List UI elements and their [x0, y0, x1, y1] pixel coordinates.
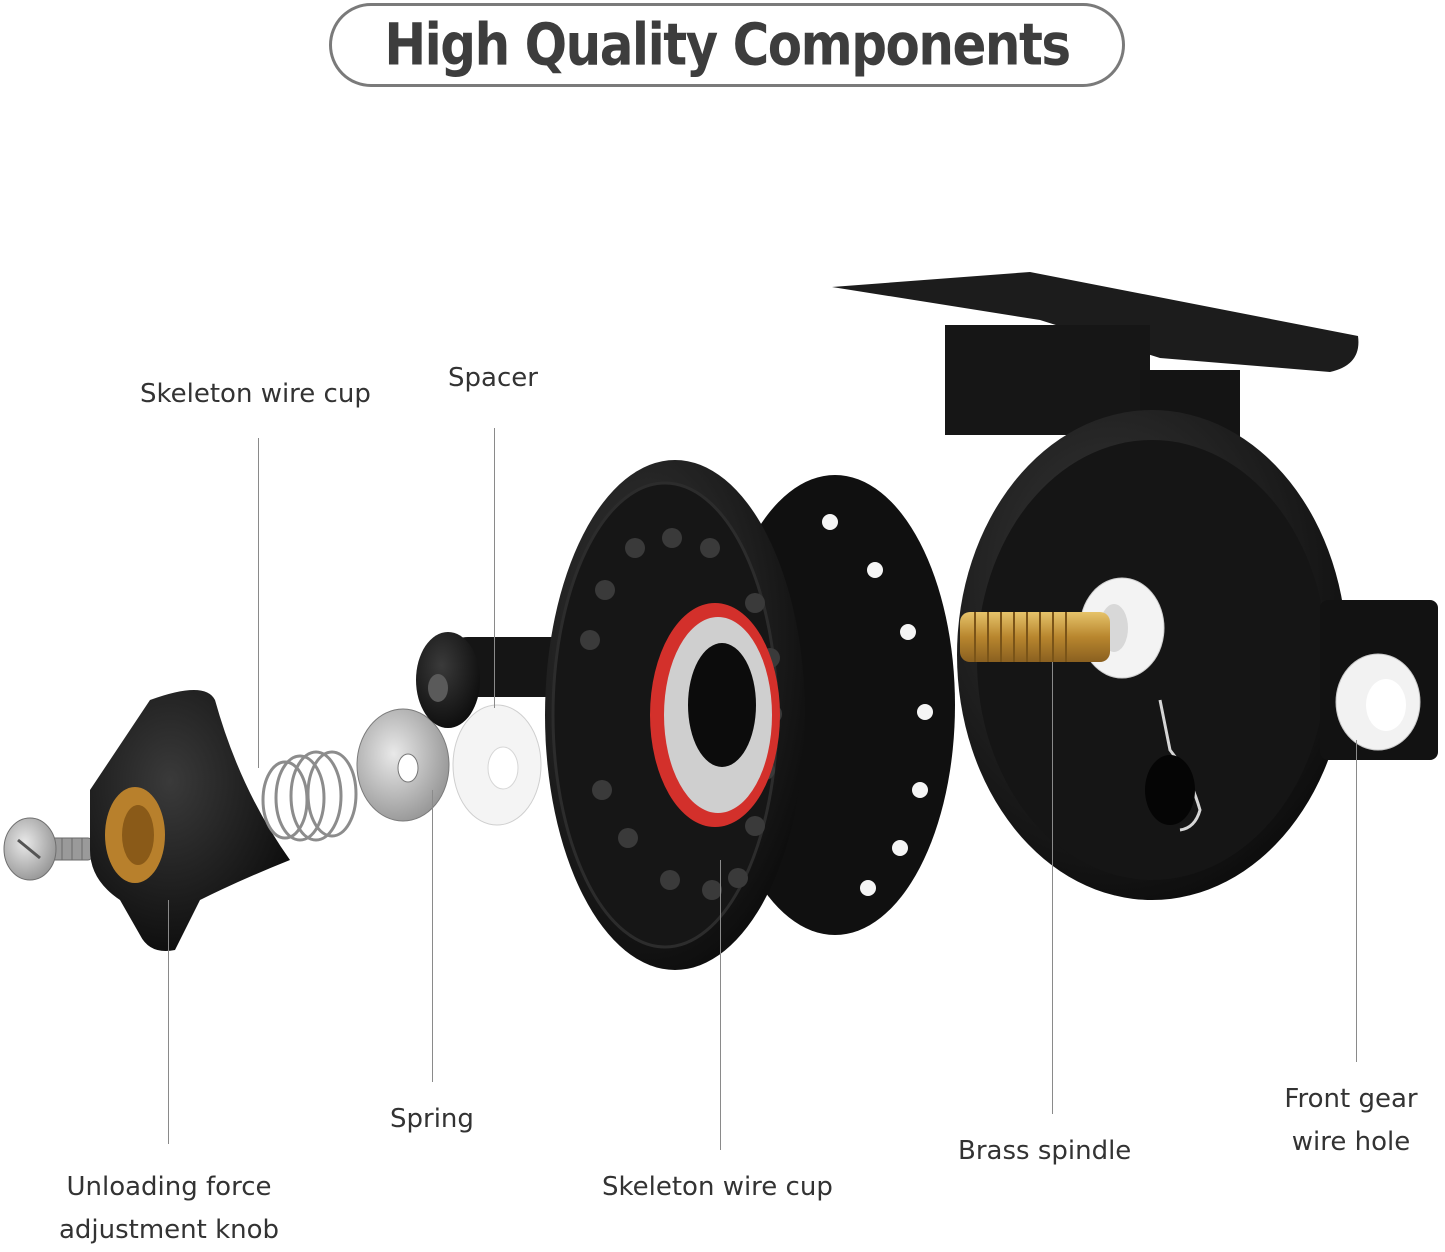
leader-front-gear: [1356, 740, 1357, 1062]
spool-part: [545, 460, 955, 970]
spring-part: [261, 750, 358, 842]
label-skeleton-wire-cup-bottom: Skeleton wire cup: [602, 1172, 833, 1202]
page-title: High Quality Components: [384, 11, 1071, 79]
washer-part: [356, 708, 450, 822]
leader-spring: [432, 790, 433, 1082]
label-front-gear-wire-hole: Front gear wire hole: [1278, 1078, 1424, 1164]
label-unloading-force-line2: adjustment knob: [58, 1215, 280, 1245]
leader-unloading-knob: [168, 900, 169, 1144]
label-spring: Spring: [390, 1104, 474, 1134]
label-spacer: Spacer: [448, 363, 538, 393]
label-unloading-force-knob: Unloading force adjustment knob: [55, 1166, 283, 1252]
adjustment-knob-part: [90, 690, 290, 951]
leader-brass-spindle: [1052, 662, 1053, 1114]
title-banner: High Quality Components: [329, 3, 1125, 87]
reel-frame-part: [832, 272, 1438, 900]
label-unloading-force-line1: Unloading force: [66, 1172, 272, 1202]
label-brass-spindle: Brass spindle: [958, 1136, 1132, 1166]
label-front-gear-line1: Front gear: [1284, 1084, 1418, 1114]
label-front-gear-line2: wire hole: [1291, 1127, 1411, 1157]
label-skeleton-wire-cup-top: Skeleton wire cup: [140, 379, 371, 409]
leader-spacer: [494, 428, 495, 708]
screw-part: [3, 817, 93, 881]
leader-skeleton-cup-top: [258, 438, 259, 768]
leader-skeleton-cup-bottom: [720, 860, 721, 1150]
